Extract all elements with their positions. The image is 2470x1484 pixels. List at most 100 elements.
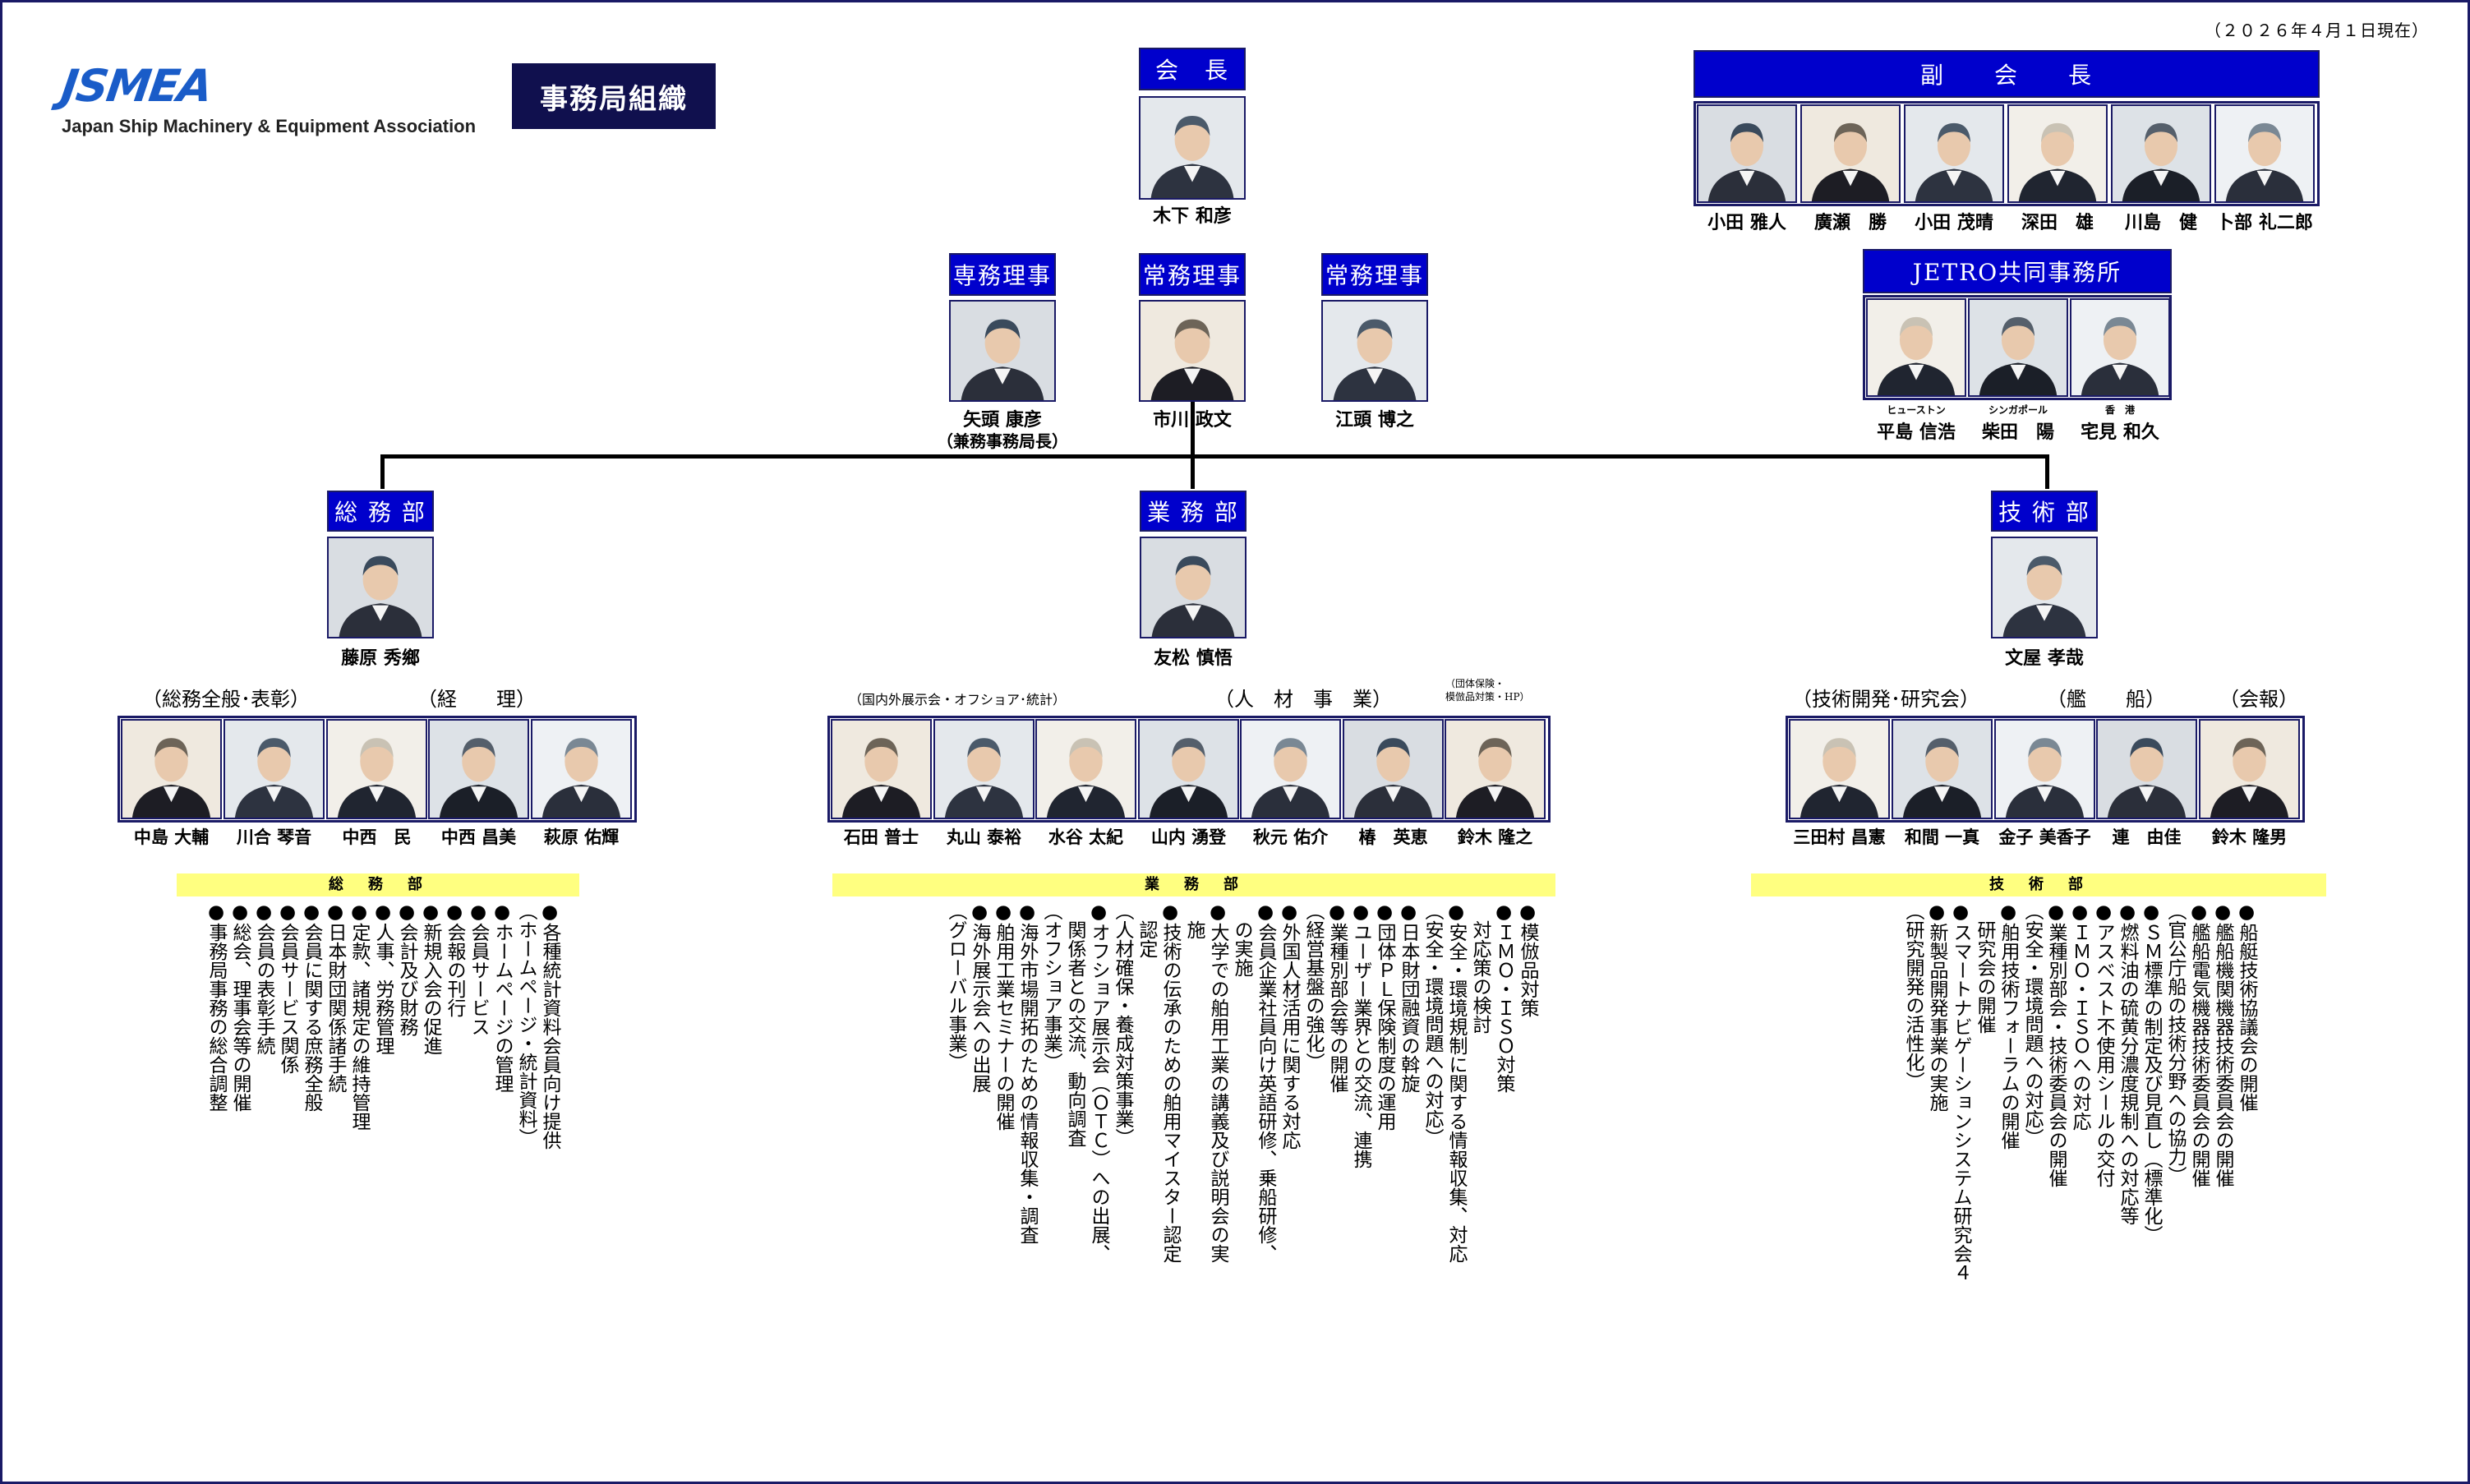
jetro-role: JETRO共同事務所 [1863, 249, 2172, 293]
portrait-image [1790, 721, 1888, 818]
vice-chairman-name: 卜部 礼二郎 [2206, 208, 2323, 234]
dept-bar-general-affairs: 総 務 部 [177, 873, 579, 896]
task-item: ●ＳＭ標準の制定及び見直し（標準化） [2139, 901, 2163, 1460]
vice-chairmen-role: 副 会 長 [1694, 50, 2320, 98]
staff-name: 鈴木 隆男 [2196, 824, 2303, 849]
vice-chairman-photo [2007, 104, 2108, 203]
task-item: ●日本財団融資の斡旋 [1396, 901, 1420, 1460]
vice-chairman-photo [2111, 104, 2211, 203]
group-label-business: （人 材 事 業） [1214, 683, 1392, 712]
staff-photo [1789, 719, 1890, 819]
jetro-member-photo [2070, 298, 2170, 397]
staff-photo [1892, 719, 1993, 819]
dept-head-photo-business [1140, 537, 1247, 638]
staff-name: 石田 普士 [827, 824, 935, 849]
staff-name: 山内 湧登 [1135, 824, 1242, 849]
task-item: ●安全・環境規制に関する情報収集、対応 [1444, 901, 1468, 1460]
task-item: ●定款、諸規定の維持管理 [347, 901, 371, 1460]
task-list-general-affairs: ●各種統計資料会員向け提供（ホームページ・統計資料）●ホームページの管理●会員サ… [204, 901, 561, 1460]
portrait-image [1868, 300, 1965, 395]
task-item: ●模倣品対策 [1515, 901, 1539, 1460]
group-label-technical: （艦 船） [2047, 683, 2165, 712]
task-item: 対応策の検討 [1468, 901, 1491, 1460]
chairman-name: 木下 和彦 [1098, 201, 1287, 228]
staff-name: 川合 琴音 [220, 824, 328, 849]
staff-photo [428, 719, 529, 819]
staff-photo [1138, 719, 1239, 819]
task-item: ●日本財団関係諸手続 [323, 901, 347, 1460]
portrait-image [1446, 721, 1544, 818]
jetro-member-photo [1968, 298, 2068, 397]
date-stamp: （２０２６年４月１日現在） [2205, 17, 2429, 41]
staff-photo [326, 719, 427, 819]
logo-subtitle: Japan Ship Machinery & Equipment Associa… [62, 116, 489, 137]
staff-photo [831, 719, 932, 819]
portrait-image [1344, 721, 1442, 818]
group-label-general-affairs: （総務全般･表彰） [142, 683, 310, 712]
portrait-image [1141, 302, 1244, 400]
portrait-image [1037, 721, 1135, 818]
portrait-image [2200, 721, 2298, 818]
task-item: ●アスベスト不使用シールの交付 [2091, 901, 2115, 1460]
task-item: （官公庁船の技術分野への協力） [2163, 901, 2187, 1460]
chairman-role: 会 長 [1139, 48, 1246, 90]
vice-chairman-photo [1904, 104, 2004, 203]
dept-role-business: 業 務 部 [1140, 491, 1247, 532]
task-item: ●海外市場開拓のための情報収集・調査 [1015, 901, 1039, 1460]
portrait-image [1970, 300, 2067, 395]
jetro-location: ヒューストン [1866, 403, 1966, 417]
staff-name: 椿 英恵 [1339, 824, 1447, 849]
task-item: ●艦船電気機器技術委員会の開催 [2187, 901, 2210, 1460]
dept-head-photo-technical [1991, 537, 2098, 638]
vice-chairman-name: 深田 雄 [1999, 208, 2116, 234]
executive-photo [1139, 300, 1246, 402]
connector-center [1191, 402, 1195, 489]
staff-name: 丸山 泰裕 [930, 824, 1038, 849]
task-item: の実施 [1229, 901, 1253, 1460]
task-item: 施 [1182, 901, 1205, 1460]
task-list-business: ●模倣品対策●ＩＭＯ・ＩＳＯ対策 対応策の検討●安全・環境規制に関する情報収集、… [943, 901, 1539, 1460]
dept-role-general-affairs: 総 務 部 [327, 491, 434, 532]
jsmea-logo: JSMEA Japan Ship Machinery & Equipment A… [62, 62, 489, 152]
staff-name: 中西 民 [323, 824, 431, 849]
task-item: （オフショア事業） [1039, 901, 1062, 1460]
group-label-business: （団体保険・ [1445, 678, 1505, 690]
task-item: ●艦船機関機器技術委員会の開催 [2210, 901, 2234, 1460]
portrait-image [1893, 721, 1991, 818]
portrait-image [1698, 106, 1795, 201]
staff-name: 萩原 佑輝 [528, 824, 635, 849]
staff-photo [121, 719, 222, 819]
staff-photo [933, 719, 1035, 819]
portrait-image [1996, 721, 2094, 818]
task-item: ●船艇技術協議会の開催 [2234, 901, 2258, 1460]
staff-name: 水谷 太紀 [1032, 824, 1140, 849]
staff-name: 中西 昌美 [425, 824, 532, 849]
staff-name: 和間 一真 [1888, 824, 1996, 849]
portrait-image [2098, 721, 2196, 818]
vice-chairman-name: 小田 雅人 [1689, 208, 1805, 234]
task-item: ●会員の表彰手続 [251, 901, 275, 1460]
task-item: ●舶用技術フォーラムの開催 [1996, 901, 2020, 1460]
chairman-photo [1139, 96, 1246, 200]
connector-horizontal [380, 454, 2048, 459]
task-item: ●ユーザー業界との交流、連携 [1348, 901, 1372, 1460]
staff-photo [1240, 719, 1341, 819]
task-item: ●会員に関する庶務全般 [299, 901, 323, 1460]
portrait-image [1993, 538, 2096, 637]
group-label-business: （国内外展示会・オフショア･統計） [849, 689, 1066, 708]
staff-photo [1994, 719, 2095, 819]
staff-name: 金子 美香子 [1991, 824, 2099, 849]
portrait-image [430, 721, 528, 818]
executive-role: 常務理事 [1139, 253, 1246, 296]
portrait-image [935, 721, 1033, 818]
portrait-image [1323, 302, 1426, 400]
task-item: ●団体ＰＬ保険制度の運用 [1372, 901, 1396, 1460]
group-label-technical: （技術開発･研究会） [1792, 683, 1979, 712]
task-item: ●外国人材活用に関する対応 [1277, 901, 1301, 1460]
group-label-technical: （会報） [2219, 683, 2298, 712]
task-item: ●会員サービス [466, 901, 490, 1460]
dept-role-technical: 技 術 部 [1991, 491, 2098, 532]
task-item: ●会報の刊行 [442, 901, 466, 1460]
task-item: ●スマートナビゲーションシステム研究会４ [1948, 901, 1972, 1460]
